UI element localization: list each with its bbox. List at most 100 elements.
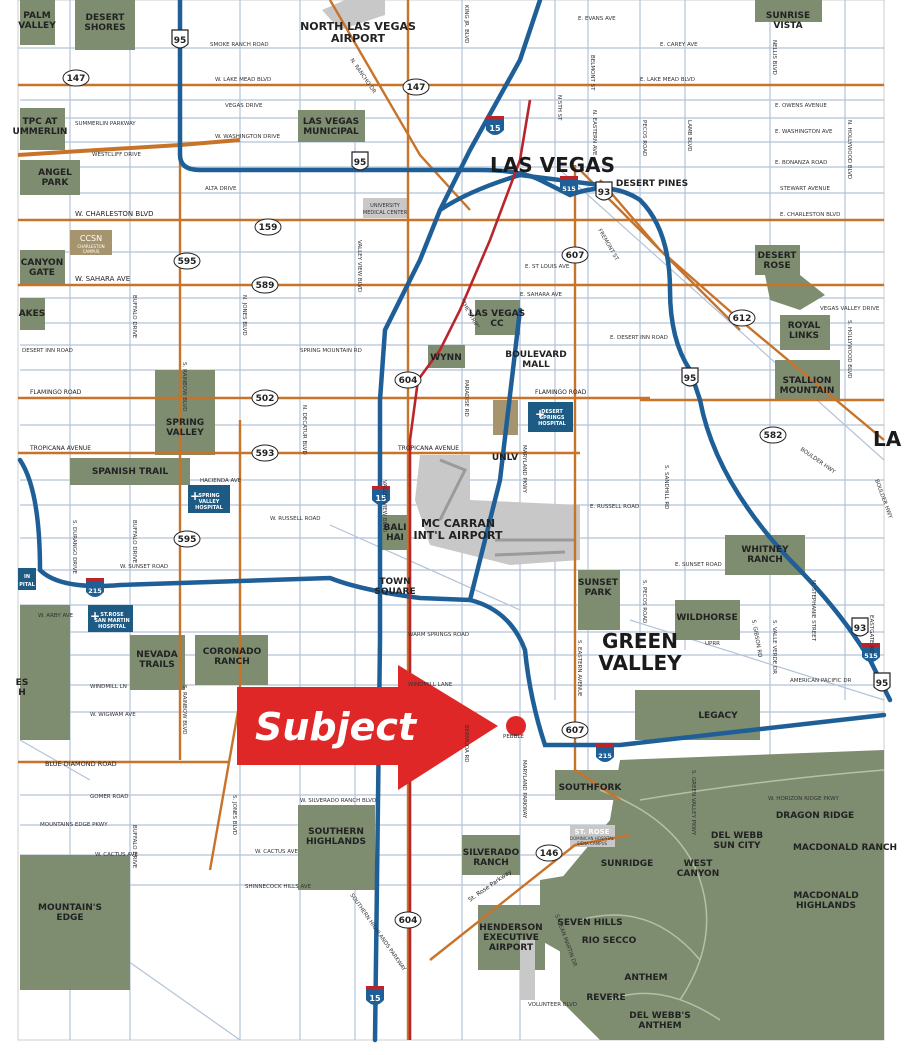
ccsn-sub-2: CAMPUS xyxy=(83,249,100,254)
community-label-del-webb-sun-city: DEL WEBB xyxy=(711,831,763,841)
road-label-valley-view: VALLEY VIEW BLVD xyxy=(356,240,362,292)
spring-valley-hosp-2: VALLEY xyxy=(199,499,220,505)
road-label-summerlin: SUMMERLIN PARKWAY xyxy=(75,121,136,127)
community-label-lv-cc: CC xyxy=(490,319,504,329)
area-wildhorse xyxy=(675,600,740,640)
shield-text-sr607-b: 607 xyxy=(566,726,585,736)
hosp-desert-springs xyxy=(528,402,573,432)
shield-sr607-a xyxy=(561,246,589,264)
road-label-pebble: PEBBLE xyxy=(503,734,524,740)
community-label-boulevard-mall: BOULEVARD xyxy=(505,350,566,360)
hosp-spring-valley xyxy=(188,485,230,513)
area-spring-valley xyxy=(155,370,215,455)
partial-hosp-2: PITAL xyxy=(19,582,35,588)
arterials xyxy=(18,0,885,1040)
community-label-spanish-trail: SPANISH TRAIL xyxy=(92,467,169,477)
community-label-angel-park: ANGEL xyxy=(38,168,72,178)
spring-valley-hosp-1: SPRING xyxy=(198,493,219,499)
area-southern-highlands xyxy=(298,805,375,890)
area-sunrise-vista xyxy=(755,0,822,22)
shield-text-sr607-a: 607 xyxy=(566,251,585,261)
community-label-stallion-mountain: MOUNTAIN xyxy=(780,386,835,396)
community-label-sunset-park: SUNSET xyxy=(578,578,619,588)
community-label-anthem: ANTHEM xyxy=(624,973,667,983)
area-bali-hai xyxy=(380,515,410,550)
road-label-s-pecos: S. PECOS ROAD xyxy=(641,580,647,623)
hospital-cross-icon: + xyxy=(190,489,200,503)
road-label-westcliff: WESTCLIFF DRIVE xyxy=(92,152,141,158)
road-label-e-bonanza: E. BONANZA ROAD xyxy=(775,160,827,166)
henderson-runway xyxy=(520,940,535,1000)
arterial-eastern xyxy=(573,165,621,801)
community-label-del-webb-sun-city: SUN CITY xyxy=(713,841,761,851)
area-desert-rose-ext xyxy=(765,275,825,310)
community-label-desert-shores: DESERT xyxy=(86,13,126,23)
area-spanish-trail xyxy=(70,458,190,485)
airport-north-lv-2: AIRPORT xyxy=(331,32,385,45)
area-sunset-park xyxy=(578,570,620,630)
area-whitney-ranch xyxy=(725,535,805,575)
community-label-macdonald-highlands: HIGHLANDS xyxy=(796,901,856,911)
community-label-spring-valley: SPRING xyxy=(166,418,204,428)
shield-text-sr147-b: 147 xyxy=(407,83,426,93)
road-label-upr: UPRR xyxy=(705,641,720,647)
road-label-e-owens: E. OWENS AVENUE xyxy=(775,103,827,109)
road-label-eastgate: EASTGATE RD xyxy=(868,615,874,653)
community-label-lv-cc: LAS VEGAS xyxy=(469,309,525,319)
road-label-valley-view-s: VALLEY VIEW BLVD xyxy=(381,480,387,532)
hosp-st-rose-san-martin xyxy=(88,605,133,632)
area-coronado-ranch xyxy=(195,635,268,685)
area-wynn xyxy=(428,345,465,368)
subject-marker[interactable]: Subject xyxy=(237,665,526,790)
shield-text-us93-a: 93 xyxy=(598,188,611,198)
road-label-bermuda: BERMUDA RD xyxy=(463,725,469,763)
the-strip-line xyxy=(408,99,532,1040)
road-label-w-charleston: W. CHARLESTON BLVD xyxy=(75,210,154,218)
umc-1: UNIVERSITY xyxy=(370,203,401,209)
shield-text-sr604-a: 604 xyxy=(399,376,418,386)
umc-block xyxy=(363,198,408,218)
shield-text-sr147-a: 147 xyxy=(67,74,86,84)
mccarran-airport-shape xyxy=(415,455,580,565)
shield-sr595-b xyxy=(173,530,201,548)
i15 xyxy=(372,0,543,1043)
road-label-vegas-valley: VEGAS VALLEY DRIVE xyxy=(820,306,880,312)
arterial-boulder-hwy xyxy=(599,179,885,441)
shield-text-sr146: 146 xyxy=(540,849,559,859)
road-label-belmont: BELMONT ST xyxy=(589,55,595,91)
shield-text-sr582: 582 xyxy=(764,431,783,441)
road-label-pecos: PECOS ROAD xyxy=(641,120,647,156)
road-label-volunteer: VOLUNTEER BLVD xyxy=(528,1002,577,1008)
area-angel-park xyxy=(20,160,80,195)
road-label-s-hollywood: S. HOLLYWOOD BLVD xyxy=(846,320,852,379)
community-label-southern-highlands: HIGHLANDS xyxy=(306,837,366,847)
road-label-s-buffalo: BUFFALO DRIVE xyxy=(131,520,137,564)
road-label-w-wigwam: W. WIGWAM AVE xyxy=(90,712,136,718)
subject-arrow[interactable] xyxy=(237,665,498,790)
hospitals xyxy=(18,402,573,632)
community-label-palm-valley: PALM xyxy=(23,11,50,21)
st-rose-siena-block xyxy=(570,825,615,847)
area-lv-cc xyxy=(475,300,520,335)
shield-sr604-b xyxy=(394,911,422,929)
road-label-n-buffalo: BUFFALO DRIVE xyxy=(131,825,137,869)
subject-dot[interactable] xyxy=(506,716,526,736)
shield-i15-b xyxy=(372,488,390,505)
road-label-blue-diamond: BLUE DIAMOND ROAD xyxy=(45,760,117,768)
area-tpc-summerlin xyxy=(20,108,65,150)
road-label-n-eastern: N. EASTERN AVE xyxy=(591,110,597,156)
road-label-alta: ALTA DRIVE xyxy=(205,186,237,192)
community-label-royal-links: LINKS xyxy=(789,331,819,341)
ccsn-label: CCSN xyxy=(80,234,102,243)
shield-sr582 xyxy=(759,426,787,444)
road-label-tropicana-e: TROPICANA AVENUE xyxy=(397,445,459,452)
shield-sr147-a xyxy=(62,69,90,87)
shield-us95-d xyxy=(873,672,891,692)
city-green: GREEN xyxy=(602,629,678,653)
community-label-sunrise-vista: SUNRISE xyxy=(766,11,810,21)
road-label-e-russell: E. RUSSELL ROAD xyxy=(590,504,639,510)
community-label-stallion-mountain: STALLION xyxy=(783,376,832,386)
community-label-boulevard-mall: MALL xyxy=(522,360,550,370)
community-label-town-square: TOWN xyxy=(379,577,410,587)
